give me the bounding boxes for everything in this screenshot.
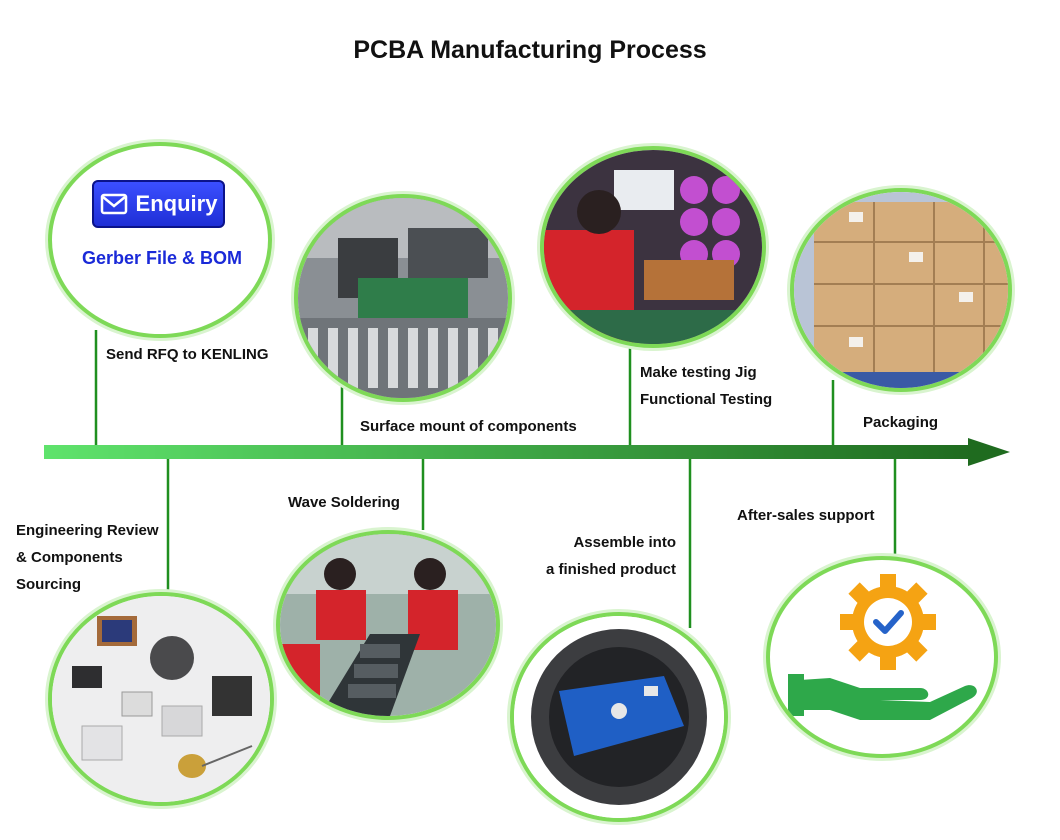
- label-line: Functional Testing: [640, 391, 773, 408]
- label-line: Wave Soldering: [288, 494, 400, 511]
- page-title: PCBA Manufacturing Process: [353, 36, 707, 64]
- step-photo-packaging: [790, 188, 1012, 392]
- finished-product-illustration: [514, 616, 724, 818]
- hand-gear-check-icon: [788, 574, 977, 720]
- step-label-surface-mount: Surface mount of components: [360, 413, 577, 440]
- label-line: Sourcing: [16, 576, 82, 593]
- enquiry-button[interactable]: Enquiry: [92, 180, 225, 228]
- step-icon-after-sales: [766, 556, 998, 758]
- label-line: After-sales support: [737, 507, 875, 524]
- step-label-engineering: Engineering Review & Components Sourcing: [16, 517, 159, 598]
- label-line: Send RFQ to KENLING: [106, 346, 269, 363]
- step-photo-surface-mount: [294, 194, 512, 402]
- label-line: Engineering Review: [16, 522, 159, 539]
- step-label-send-rfq: Send RFQ to KENLING: [106, 341, 269, 368]
- components-illustration: [52, 596, 270, 802]
- label-line: a finished product: [545, 561, 676, 578]
- step-label-after-sales: After-sales support: [737, 502, 875, 529]
- cartons-illustration: [794, 192, 1008, 388]
- envelope-icon: [100, 193, 127, 215]
- enquiry-label: Enquiry: [135, 191, 218, 216]
- step-photo-components: [48, 592, 274, 806]
- step-label-wave-soldering: Wave Soldering: [288, 489, 400, 516]
- timeline-arrow: [44, 438, 1010, 466]
- step-label-testing: Make testing Jig Functional Testing: [640, 359, 772, 413]
- step-label-assemble: Assemble into a finished product: [542, 529, 676, 583]
- step-photo-finished-product: [510, 612, 728, 822]
- step-photo-wave-soldering: [276, 530, 500, 720]
- step-photo-testing: [540, 146, 766, 348]
- step-circle-enquiry: [48, 142, 272, 338]
- testing-illustration: [544, 150, 762, 344]
- label-line: Packaging: [863, 414, 939, 431]
- label-line: Assemble into: [573, 534, 676, 551]
- smt-machine-illustration: [298, 198, 508, 398]
- connector-lines: [94, 330, 897, 628]
- label-line: Surface mount of components: [360, 418, 577, 435]
- label-line: Make testing Jig: [640, 364, 757, 381]
- gerber-bom-text: Gerber File & BOM: [81, 248, 243, 268]
- label-line: & Components: [16, 549, 123, 566]
- assembly-line-illustration: [280, 534, 496, 716]
- step-label-packaging: Packaging: [863, 409, 938, 436]
